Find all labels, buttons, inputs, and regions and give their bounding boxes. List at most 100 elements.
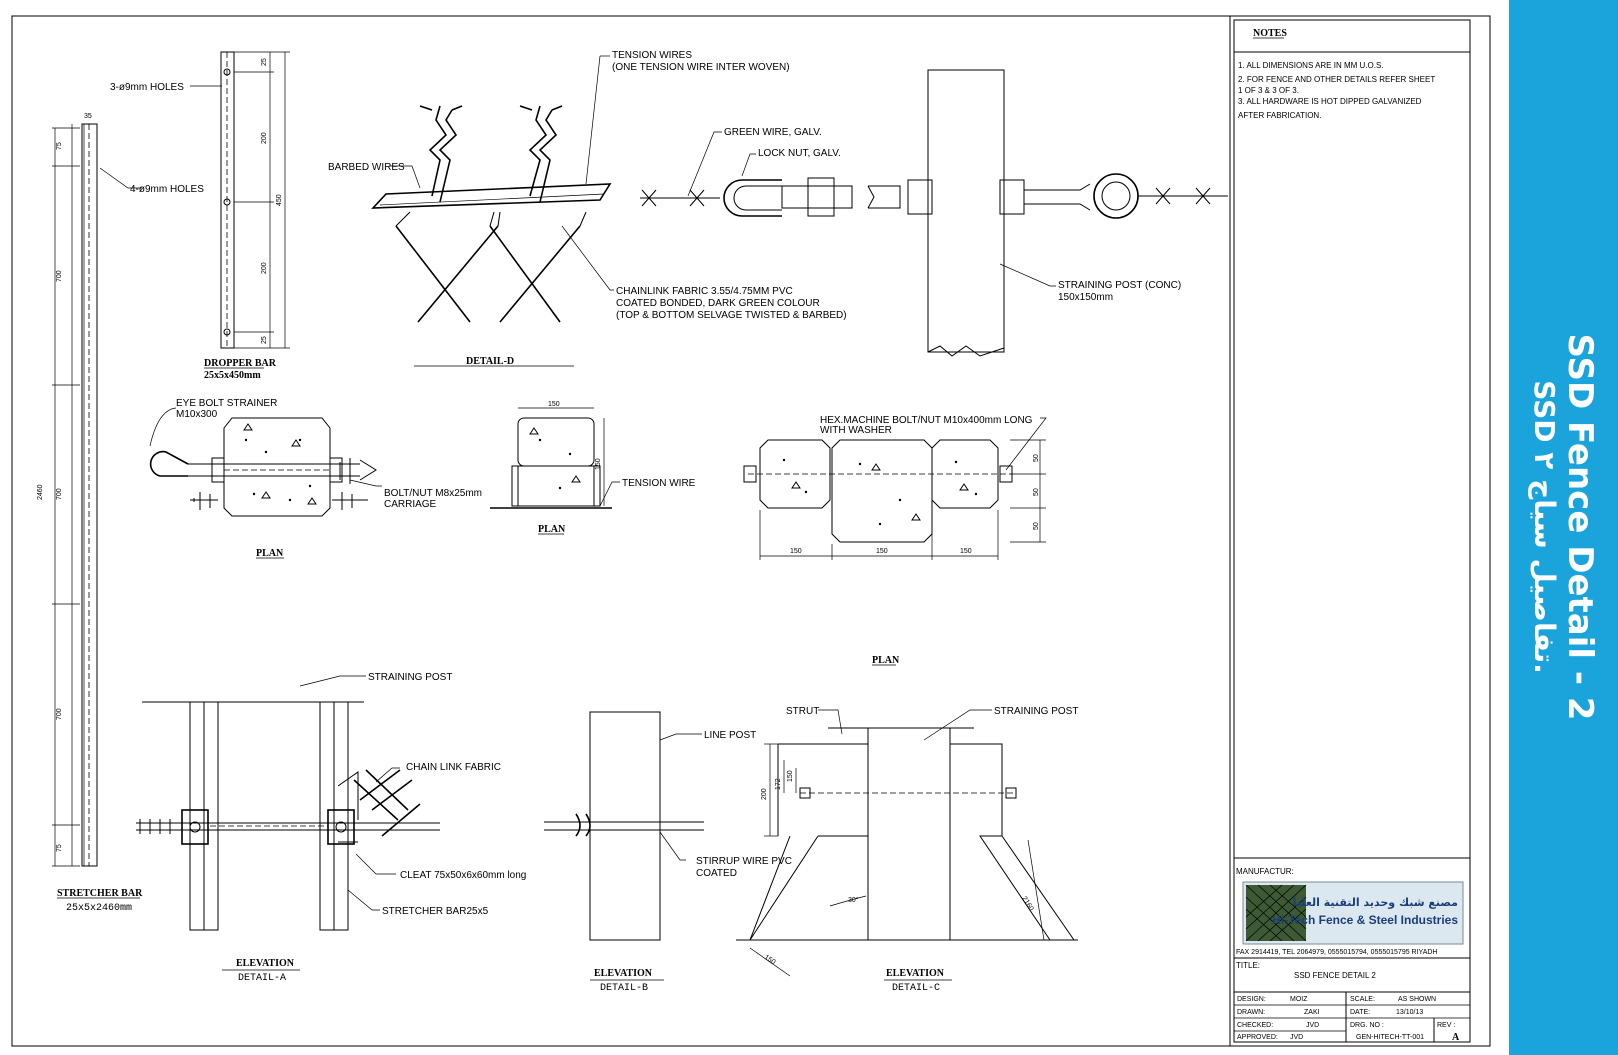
banner-subtitle: SSD تفاصيل سياج ٢. — [1528, 380, 1561, 674]
stretcher-dim-3: 700 — [56, 488, 63, 500]
approved-value: JVD — [1290, 1034, 1303, 1041]
plan-1-concrete — [223, 417, 331, 517]
design-label: DESIGN: — [1237, 996, 1266, 1003]
detail-a-chain-link — [353, 769, 421, 837]
barbed-wires-label: BARBED WIRES — [328, 162, 405, 173]
plan-3-dim-5: 50 — [1033, 488, 1040, 496]
detail-c-strut-label: STRUT — [786, 706, 819, 717]
bolt-nut-label: BOLT/NUT M8x25mm — [384, 488, 482, 499]
company-name-arabic: مصنع شبك وحديد التقنية العليا — [1293, 896, 1458, 909]
stretcher-bar-title: STRETCHER BAR — [57, 888, 143, 899]
dropper-bar-title: DROPPER BAR — [204, 358, 277, 369]
approved-label: APPROVED: — [1237, 1034, 1278, 1041]
note-line-2: 2. FOR FENCE AND OTHER DETAILS REFER SHE… — [1238, 75, 1435, 84]
notes-heading: NOTES — [1253, 28, 1287, 39]
straining-post-concrete — [927, 69, 1005, 353]
stretcher-dim-5: 75 — [56, 844, 63, 852]
eye-bolt-ring — [1093, 173, 1139, 219]
rev-label: REV : — [1437, 1022, 1455, 1029]
stretcher-holes-label: 4-ø9mm HOLES — [130, 184, 204, 195]
detail-a-stretcher-label: STRETCHER BAR25x5 — [382, 906, 489, 917]
drawn-value: ZAKI — [1304, 1009, 1320, 1016]
detail-d-title: DETAIL-D — [466, 356, 514, 367]
detail-c-angle: 30° — [848, 896, 859, 904]
plan-3-dim-1: 150 — [790, 548, 802, 555]
hex-bolt-label: HEX.MACHINE BOLT/NUT M10x400mm LONG — [820, 415, 1033, 426]
manufacturer-label: MANUFACTUR: — [1236, 867, 1294, 876]
detail-a-cleat-label: CLEAT 75x50x6x60mm long — [400, 870, 526, 881]
detail-a: STRAINING POST CHAIN LINK FABRIC CLEAT 7… — [136, 672, 526, 984]
stretcher-dim-2: 700 — [56, 270, 63, 282]
chainlink-fabric-line3: (TOP & BOTTOM SELVAGE TWISTED & BARBED) — [616, 310, 847, 321]
plan-3-title: PLAN — [872, 655, 900, 666]
eye-bolt-hook — [149, 450, 189, 477]
dropper-holes-label: 3-ø9mm HOLES — [110, 82, 184, 93]
notes-panel: NOTES 1. ALL DIMENSIONS ARE IN MM U.O.S.… — [1234, 28, 1470, 120]
plan-2-concrete-lower — [517, 465, 595, 507]
plan-2-concrete-upper — [517, 417, 595, 467]
stretcher-bar-detail: 75 2460 700 700 700 75 35 4-ø9mm HOLES S… — [37, 113, 204, 914]
dropper-dim-3: 200 — [261, 262, 268, 274]
detail-a-subtitle: DETAIL-A — [238, 973, 286, 984]
detail-c-strut-left — [749, 743, 868, 941]
chainlink-zigzag-left — [395, 105, 499, 323]
stirrup-wire-line1: STIRRUP WIRE PVC — [696, 856, 792, 867]
note-line-5: AFTER FABRICATION. — [1238, 111, 1321, 120]
sheet-border — [11, 15, 1491, 1047]
detail-c-dim-2: 172 — [775, 778, 782, 790]
eye-bolt-size: M10x300 — [176, 409, 218, 420]
carriage-label: CARRIAGE — [384, 499, 437, 510]
detail-c-title: ELEVATION — [886, 968, 945, 979]
straining-post-size: 150x150mm — [1058, 292, 1113, 303]
note-line-4: 3. ALL HARDWARE IS HOT DIPPED GALVANIZED — [1238, 97, 1422, 106]
plan-3-dim-2: 150 — [876, 548, 888, 555]
straining-post-assembly: GREEN WIRE, GALV. LOCK NUT, GALV. STRAIN… — [640, 69, 1228, 357]
plan-2-title: PLAN — [538, 524, 566, 535]
note-line-3: 1 OF 3 & 3 OF 3. — [1238, 86, 1299, 95]
detail-b: LINE POST STIRRUP WIRE PVC COATED ELEVAT… — [544, 711, 792, 994]
drg-value: GEN-HITECH-TT-001 — [1356, 1034, 1424, 1041]
detail-c-subtitle: DETAIL-C — [892, 983, 940, 994]
stretcher-dim-4: 700 — [56, 708, 63, 720]
barbed-wire-top-bar — [371, 183, 612, 209]
tension-wire-label: TENSION WIRE — [622, 478, 696, 489]
stirrup-wire-line2: COATED — [696, 868, 737, 879]
lock-nut-shackle — [723, 179, 782, 217]
scale-label: SCALE: — [1350, 996, 1375, 1003]
green-wire-label: GREEN WIRE, GALV. — [724, 127, 822, 138]
dropper-dim-total: 450 — [276, 194, 283, 206]
line-post-shape — [589, 711, 661, 941]
detail-c-dim-foot: 150 — [763, 954, 777, 966]
dropper-bar-detail: 25 200 450 200 25 3-ø9mm HOLES DROPPER B… — [110, 51, 290, 381]
date-value: 13/10/13 — [1396, 1009, 1423, 1016]
banner-title: SSD Fence Detail - 2 — [1560, 333, 1600, 721]
detail-c-dim-strut: 2160 — [1020, 895, 1034, 912]
eye-bolt-label: EYE BOLT STRAINER — [176, 398, 277, 409]
plan-2-dim-height: 150 — [595, 458, 602, 470]
chainlink-zigzag-right — [489, 105, 581, 323]
stretcher-bar-shape — [81, 123, 98, 867]
tension-wires-label: TENSION WIRES — [612, 50, 692, 61]
detail-c-straining-post-label: STRAINING POST — [994, 706, 1078, 717]
dropper-bar-shape — [220, 51, 235, 349]
note-line-1: 1. ALL DIMENSIONS ARE IN MM U.O.S. — [1238, 61, 1384, 70]
dropper-dim-2: 200 — [261, 132, 268, 144]
design-value: MOIZ — [1290, 996, 1308, 1003]
line-post-label: LINE POST — [704, 730, 756, 741]
plan-1-title: PLAN — [256, 548, 284, 559]
plan-3-dim-3: 150 — [960, 548, 972, 555]
plan-3-dim-4: 50 — [1033, 454, 1040, 462]
company-name-english: Hi-Tech Fence & Steel Industries — [1272, 913, 1458, 927]
dropper-dim-4: 25 — [261, 336, 268, 344]
detail-c-dim-3: 150 — [787, 770, 794, 782]
detail-a-straining-post: STRAINING POST — [368, 672, 452, 683]
stretcher-bar-subtitle: 25x5x2460mm — [66, 903, 132, 914]
stretcher-dim-6: 35 — [84, 113, 92, 120]
side-banner-text: SSD Fence Detail - 2 SSD تفاصيل سياج ٢. — [1527, 333, 1600, 721]
detail-b-title: ELEVATION — [594, 968, 653, 979]
detail-c: 200 172 150 30° 2160 150 STRUT STRAINING… — [736, 706, 1078, 994]
title-block: MANUFACTUR: مصنع شبك وحديد التقنية العلي… — [1234, 857, 1470, 1043]
checked-value: JVD — [1306, 1022, 1319, 1029]
title-label: TITLE: — [1236, 961, 1260, 970]
